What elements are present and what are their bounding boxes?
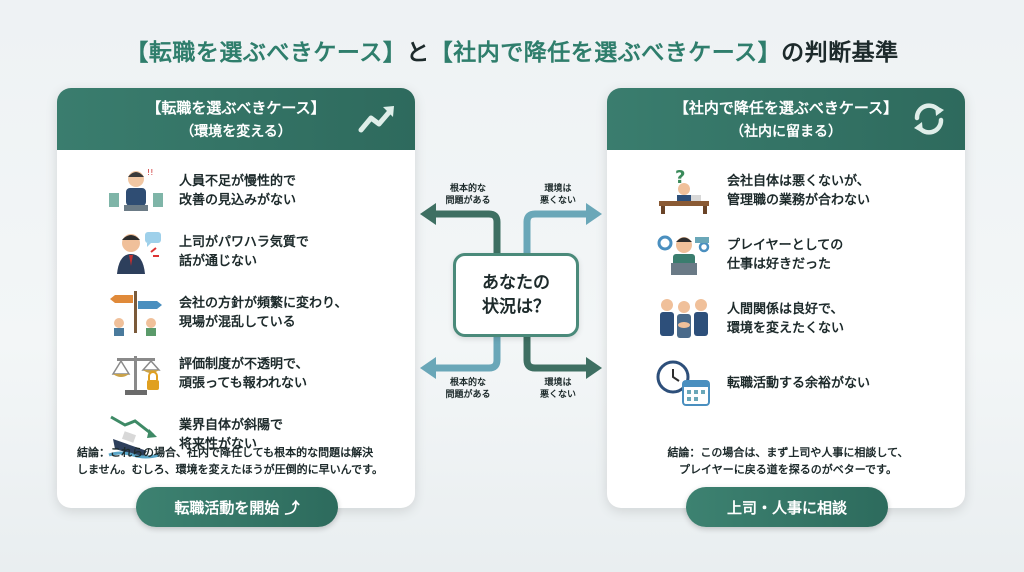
right-item-list: ? 会社自体は悪くないが、 管理職の業務が合わない プレイヤーとしての 仕事は好… (607, 150, 965, 410)
trend-up-icon (358, 106, 394, 133)
page-title: 【転職を選ぶべきケース】と【社内で降任を選ぶべきケース】の判断基準 (0, 33, 1024, 67)
right-item: 転職活動する余裕がない (655, 356, 965, 410)
right-subheading: （社内に留まる） (730, 124, 842, 140)
consult-boss-hr-button[interactable]: 上司・人事に相談 (686, 487, 888, 527)
direction-signs-icon (110, 291, 162, 336)
right-item: プレイヤーとしての 仕事は好きだった (655, 228, 965, 282)
left-conclusion: 結論：これらの場合、社内で降任しても根本的な問題は解決 しません。むしろ、環境を… (77, 446, 384, 476)
left-panel-header: 【転職を選ぶべきケース】 （環境を変える） (57, 88, 415, 150)
scale-lock-icon (111, 356, 161, 395)
right-item-text: プレイヤーとしての 仕事は好きだった (727, 238, 844, 272)
left-item-text: 人員不足が慢性的で 改善の見込みがない (179, 174, 297, 208)
left-item: 評価制度が不透明で、 頑張っても報われない (107, 347, 415, 401)
svg-text:!!: !! (147, 168, 153, 177)
sinking-ship-icon (108, 415, 160, 459)
right-panel-header: 【社内で降任を選ぶべきケース】 （社内に留まる） (607, 88, 965, 150)
right-item: 人間関係は良好で、 環境を変えたくない (655, 292, 965, 346)
svg-text:?: ? (675, 167, 685, 188)
left-item: 上司がパワハラ気質で 話が通じない (107, 225, 415, 279)
left-item: !! 人員不足が慢性的で 改善の見込みがない (107, 164, 415, 218)
arrowhead-bottom-left (420, 357, 436, 379)
label-bottom-left: 根本的な 問題がある (445, 378, 491, 400)
arrowhead-top-left (420, 203, 436, 225)
left-subheading: （環境を変える） (180, 124, 292, 140)
left-item: 会社の方針が頻繁に変わり、 現場が混乱している (107, 286, 415, 340)
right-conclusion: 結論：この場合は、まず上司や人事に相談して、 プレイヤーに戻る道を探るのがベター… (667, 446, 909, 476)
start-job-search-button[interactable]: 転職活動を開始 ⤴ (136, 487, 338, 527)
left-item-list: !! 人員不足が慢性的で 改善の見込みがない 上司がパワハラ気質で 話が通じない (57, 150, 415, 462)
title-right-case: 【社内で降任を選ぶべきケース】 (429, 40, 782, 66)
arrowhead-bottom-right (586, 357, 602, 379)
angry-boss-icon (117, 232, 161, 274)
question-desk-icon: ? (659, 167, 709, 214)
right-item: ? 会社自体は悪くないが、 管理職の業務が合わない (655, 164, 965, 218)
left-panel: 【転職を選ぶべきケース】 （環境を変える） !! 人員不足が慢性的で 改善の見込… (57, 88, 415, 508)
arrow-top-right (523, 210, 590, 253)
arrow-bottom-left (432, 331, 501, 372)
clock-calendar-icon (656, 360, 710, 406)
left-item-text: 上司がパワハラ気質で 話が通じない (179, 235, 309, 269)
title-left-case: 【転職を選ぶべきケース】 (125, 40, 407, 66)
arrowhead-top-right (586, 203, 602, 225)
left-item-text: 評価制度が不透明で、 頑張っても報われない (179, 357, 309, 391)
title-suffix: の判断基準 (781, 40, 899, 66)
handshake-icon (660, 299, 708, 338)
left-item: 業界自体が斜陽で 将来性がない (107, 408, 415, 462)
left-heading: 【転職を選ぶべきケース】 (146, 99, 326, 117)
arrow-top-left (432, 210, 501, 253)
situation-question-box: あなたの 状況は？ (453, 253, 579, 337)
left-item-text: 業界自体が斜陽で 将来性がない (179, 418, 284, 452)
refresh-cycle-icon (914, 103, 944, 135)
right-panel: 【社内で降任を選ぶべきケース】 （社内に留まる） ? 会社自体は悪くないが、 管… (607, 88, 965, 508)
right-item-text: 人間関係は良好で、 環境を変えたくない (727, 302, 845, 336)
label-bottom-right: 環境は 悪くない (539, 378, 576, 400)
right-item-text: 転職活動する余裕がない (727, 375, 871, 391)
arrow-bottom-right (523, 331, 590, 372)
player-laptop-icon (657, 235, 710, 275)
left-item-text: 会社の方針が頻繁に変わり、 現場が混乱している (179, 296, 348, 330)
title-connector: と (406, 40, 430, 66)
stressed-worker-icon: !! (109, 168, 163, 211)
label-top-right: 環境は 悪くない (539, 184, 576, 206)
label-top-left: 根本的な 問題がある (445, 184, 491, 206)
right-heading: 【社内で降任を選ぶべきケース】 (673, 99, 899, 117)
right-item-text: 会社自体は悪くないが、 管理職の業務が合わない (727, 174, 871, 208)
